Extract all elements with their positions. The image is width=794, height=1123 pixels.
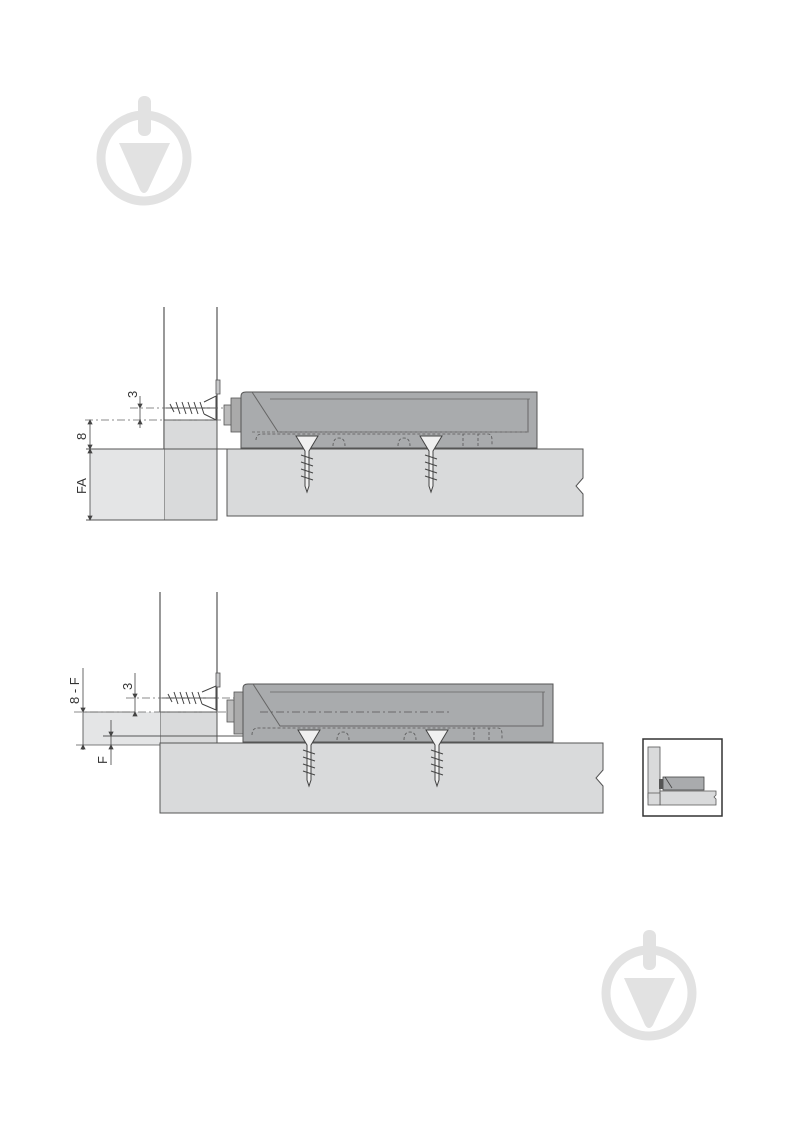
push-latch-device: [242, 683, 554, 743]
dimension-label-3: 3: [125, 391, 140, 398]
dimension-label-8: 8: [74, 433, 89, 440]
push-latch-device: [240, 391, 538, 449]
installation-thumbnail-icon: [642, 738, 723, 817]
screw-icon: [297, 729, 449, 788]
screw-icon: [295, 435, 443, 494]
dimension-label-8-minus-f: 8 - F: [67, 677, 82, 704]
dimension-label-fa: FA: [74, 478, 89, 494]
dimension-label-3: 3: [120, 683, 135, 690]
dimension-label-f: F: [95, 756, 110, 764]
